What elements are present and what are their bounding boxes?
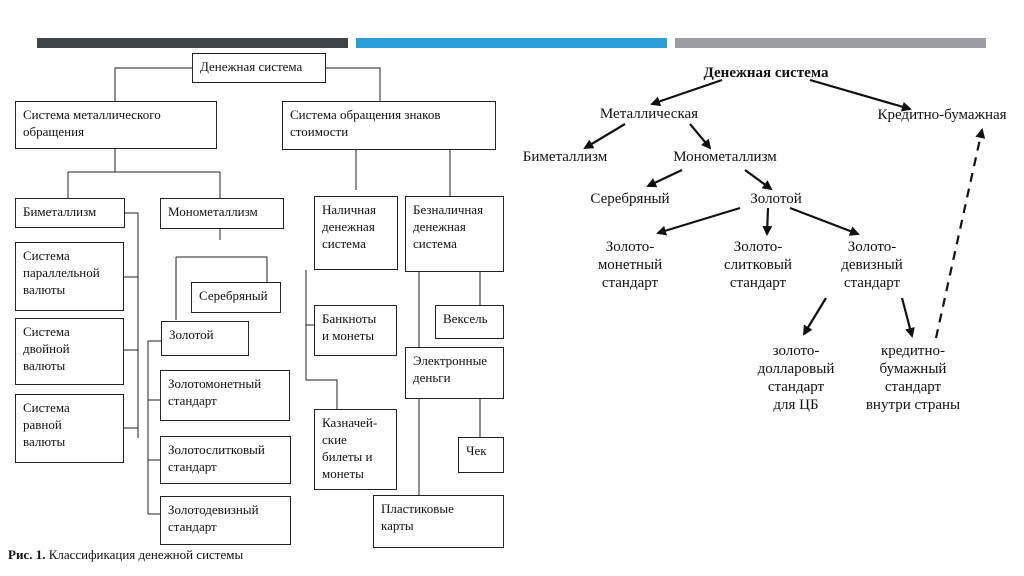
right-root-label: Денежная система [703, 65, 829, 81]
left-gold-exchange-standard-box: Золотодевизный стандарт [160, 496, 291, 545]
left-noncash-system-box: Безналичная денежная система [405, 196, 504, 272]
header-bar-gray [675, 38, 986, 48]
left-treasury-notes-box: Казначей- ские билеты и монеты [314, 409, 397, 490]
left-bimetal-box: Биметаллизм [15, 198, 125, 228]
left-gold-bullion-standard-box: Золотослитковый стандарт [160, 436, 291, 484]
right-gold-exchange-label: Золото- девизный стандарт [841, 239, 903, 291]
left-cheque-box: Чек [458, 437, 504, 473]
header-bar-dark [37, 38, 348, 48]
left-cash-system-box: Наличная денежная система [314, 196, 398, 270]
right-silver-label: Серебряный [590, 191, 670, 207]
right-monometal-label: Монометаллизм [673, 149, 777, 165]
left-monometal-box: Монометаллизм [160, 198, 284, 229]
right-gold-dollar-label: золото- долларовый стандарт для ЦБ [757, 343, 835, 413]
left-equal-currency-box: Система равной валюты [15, 394, 124, 463]
left-silver-box: Серебряный [191, 282, 281, 313]
left-double-currency-box: Система двойной валюты [15, 318, 124, 385]
figure-caption: Рис. 1. Классификация денежной системы [8, 547, 243, 563]
right-credit-paper-label: Кредитно-бумажная [877, 107, 1007, 123]
right-credit-domestic-label: кредитно- бумажный стандарт внутри стран… [865, 343, 961, 413]
left-gold-box: Золотой [161, 321, 249, 356]
left-banknotes-box: Банкноты и монеты [314, 305, 397, 356]
right-bimetal-label: Биметаллизм [522, 149, 608, 165]
left-bill-of-exchange-box: Вексель [435, 305, 504, 339]
right-gold-bullion-label: Золото- слитковый стандарт [724, 239, 792, 291]
right-gold-coin-label: Золото- монетный стандарт [597, 239, 663, 291]
left-plastic-cards-box: Пластиковые карты [373, 495, 504, 548]
right-metallic-label: Металлическая [599, 106, 699, 122]
caption-prefix: Рис. 1. [8, 547, 46, 562]
left-root-box: Денежная система [192, 53, 326, 83]
left-parallel-currency-box: Система параллельной валюты [15, 242, 124, 311]
caption-text: Классификация денежной системы [48, 547, 244, 562]
left-gold-coin-standard-box: Золотомонетный стандарт [160, 370, 290, 421]
left-value-signs-box: Система обращения знаков стоимости [282, 101, 496, 150]
header-bar-blue [356, 38, 667, 48]
left-metal-circulation-box: Система металлического обращения [15, 101, 217, 149]
right-gold-label: Золотой [750, 191, 802, 207]
left-electronic-money-box: Электронные деньги [405, 347, 504, 399]
